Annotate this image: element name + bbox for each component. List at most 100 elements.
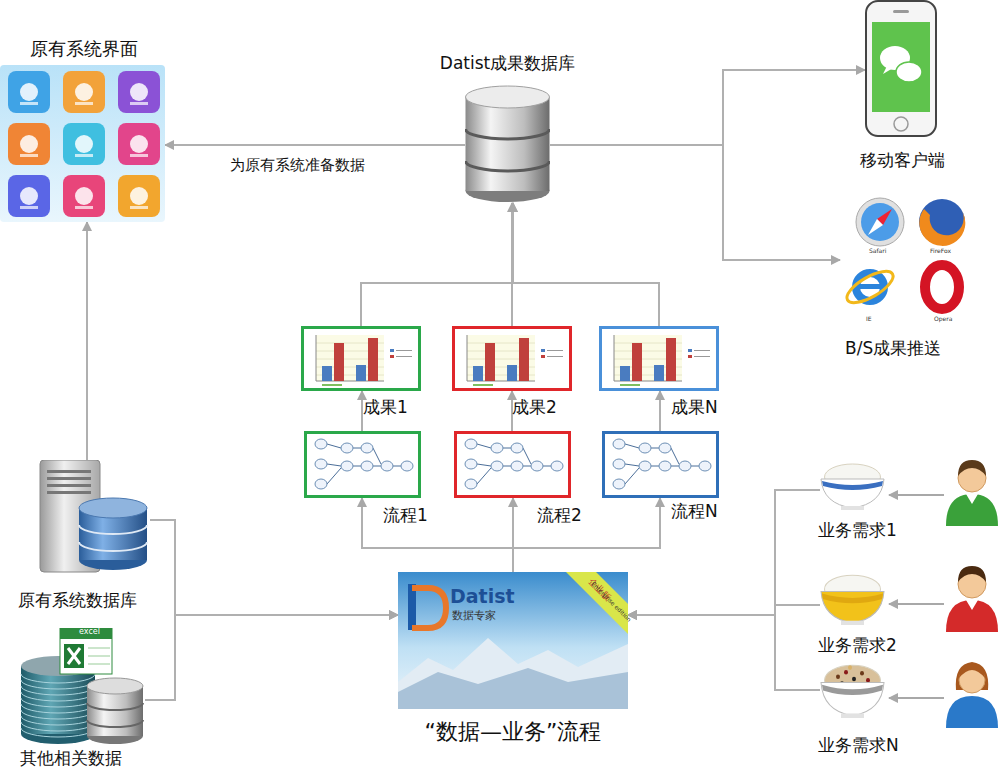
node-label: 成果1 xyxy=(363,397,408,417)
illustration-shape xyxy=(373,448,381,464)
connector-arrow xyxy=(513,203,659,326)
node-label: 成果2 xyxy=(512,397,557,417)
illustration-shape xyxy=(20,187,38,205)
connector-arrow xyxy=(165,144,465,146)
illustration-shape xyxy=(457,434,568,495)
illustration-shape xyxy=(75,135,93,153)
illustration-shape xyxy=(946,600,998,632)
illustration-shape xyxy=(821,682,884,715)
node-label: Datist成果数据库 xyxy=(440,53,575,73)
illustration-shape xyxy=(20,83,38,101)
illustration-shape xyxy=(620,366,630,381)
result-box: 成果1 xyxy=(301,326,421,391)
illustration-shape xyxy=(547,356,563,357)
node-art xyxy=(605,434,716,495)
connector-arrow xyxy=(628,615,820,690)
illustration-shape xyxy=(47,470,91,473)
node-art xyxy=(840,195,970,330)
connector-arrow xyxy=(659,391,661,431)
database-cylinder: Datist成果数据库 xyxy=(465,85,550,203)
illustration-shape xyxy=(79,542,147,551)
illustration-shape xyxy=(0,65,165,222)
illustration-shape xyxy=(651,466,659,467)
illustration-shape xyxy=(327,464,341,466)
illustration-shape xyxy=(602,329,716,388)
illustration-shape xyxy=(868,219,883,235)
illustration-shape xyxy=(477,468,491,484)
node-label: 移动客户端 xyxy=(860,150,945,170)
illustration-shape xyxy=(841,506,864,510)
illustration-shape xyxy=(679,461,691,471)
text-label: Datist xyxy=(450,586,515,607)
illustration-shape xyxy=(659,461,671,471)
illustration-shape xyxy=(605,434,716,495)
illustration-shape xyxy=(465,439,477,449)
connector-arrow xyxy=(550,145,840,260)
illustration-shape xyxy=(356,365,366,381)
illustration-shape xyxy=(639,443,651,453)
illustration-shape xyxy=(327,468,341,484)
illustration-shape xyxy=(75,187,93,205)
illustration-shape xyxy=(47,477,91,480)
illustration-shape xyxy=(341,461,353,471)
illustration-shape xyxy=(467,335,468,381)
illustration-shape xyxy=(523,466,531,467)
illustration-shape xyxy=(613,479,625,489)
illustration-shape xyxy=(848,665,852,670)
node-label: 原有系统界面 xyxy=(30,38,138,60)
illustration-shape xyxy=(503,448,511,449)
illustration-shape xyxy=(60,628,112,674)
node-art xyxy=(304,329,418,388)
person-icon xyxy=(946,662,998,728)
illustration-shape xyxy=(613,439,625,449)
connector-arrow xyxy=(628,490,820,615)
result-box: 成果N xyxy=(599,326,719,391)
illustration-shape xyxy=(860,671,864,676)
person-icon xyxy=(946,566,998,632)
illustration-shape xyxy=(966,600,978,610)
illustration-shape xyxy=(613,459,625,469)
illustration-shape xyxy=(398,572,628,709)
illustration-shape xyxy=(466,129,550,139)
illustration-shape xyxy=(958,460,986,476)
illustration-shape xyxy=(671,466,679,467)
node-art xyxy=(820,663,885,718)
illustration-shape xyxy=(666,338,676,381)
illustration-shape xyxy=(503,466,511,467)
illustration-shape xyxy=(821,591,884,622)
illustration-shape xyxy=(381,461,393,471)
text-label: 数据专家 xyxy=(452,610,496,622)
connector-arrow xyxy=(150,520,398,615)
illustration-shape xyxy=(841,713,864,718)
illustration-shape xyxy=(79,525,147,534)
illustration-shape xyxy=(946,494,998,526)
connector-arrow xyxy=(550,70,865,145)
node-art xyxy=(20,628,145,745)
illustration-shape xyxy=(361,461,373,471)
illustration-shape xyxy=(822,481,883,490)
illustration-shape xyxy=(63,175,105,217)
illustration-shape xyxy=(511,461,523,471)
node-label: 业务需求N xyxy=(818,735,899,755)
illustration-shape xyxy=(856,198,904,246)
illustration-shape xyxy=(659,443,671,453)
illustration-shape xyxy=(491,461,503,471)
illustration-shape xyxy=(75,206,93,209)
illustration-shape xyxy=(531,461,543,471)
illustration-shape xyxy=(919,209,965,246)
node-art xyxy=(0,65,165,222)
illustration-shape xyxy=(21,710,95,719)
illustration-shape xyxy=(21,692,95,701)
illustration-shape xyxy=(315,439,327,449)
illustration-shape xyxy=(20,135,38,153)
node-label: 流程2 xyxy=(537,505,582,525)
illustration-shape xyxy=(925,265,959,309)
server-database: 原有系统数据库 xyxy=(35,460,150,578)
illustration-shape xyxy=(507,365,517,381)
illustration-shape xyxy=(958,566,986,582)
illustration-shape xyxy=(88,664,110,665)
illustration-shape xyxy=(919,199,965,245)
illustration-shape xyxy=(893,10,909,13)
illustration-shape xyxy=(485,343,495,381)
